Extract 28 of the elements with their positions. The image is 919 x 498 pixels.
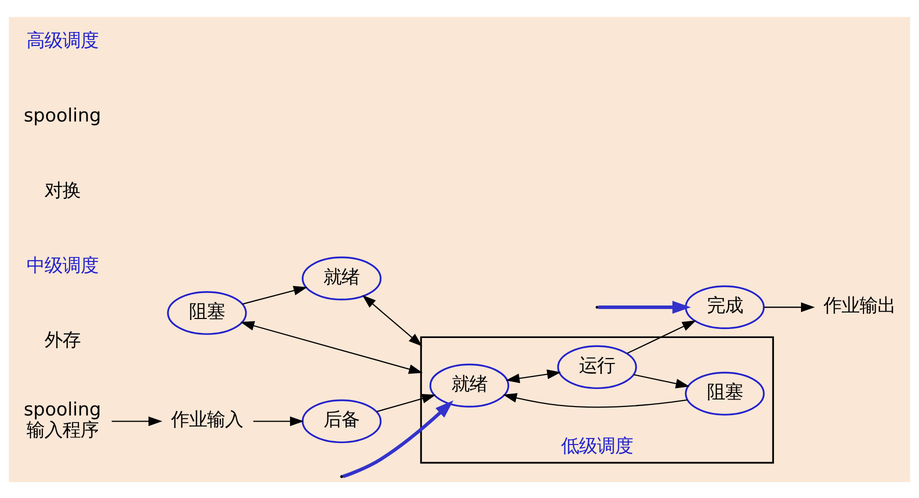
node-ellipse: 阻塞 [684,371,765,416]
arrow [342,400,454,478]
node-ellipse: 后备 [302,398,382,443]
node-ellipse: 完成 [684,284,765,329]
arrow [242,285,308,304]
node-ellipse: 阻塞 [167,290,247,334]
label: spooling [24,105,102,126]
arrow [506,369,561,383]
arrow [764,302,815,312]
label: 中级调度 [26,254,98,276]
arrow [112,416,162,426]
arrow [503,392,688,408]
node-ellipse: 就绪 [302,256,382,300]
node-ellipse: 运行 [557,344,637,389]
label: 高级调度 [26,30,98,52]
label: 对换 [44,180,80,201]
node-ellipse: 就绪 [429,363,510,407]
node-text: 作业输入 [170,409,243,430]
node-text: 作业输出 [823,295,896,316]
arrow [362,294,422,346]
arrow [376,393,436,412]
label: 外存 [44,330,80,351]
arrow [626,320,696,354]
arrow [240,320,423,374]
arrow [598,300,691,314]
arrow [634,374,690,388]
node-text: spooling 输入程序 [24,398,102,441]
arrow [253,416,304,426]
